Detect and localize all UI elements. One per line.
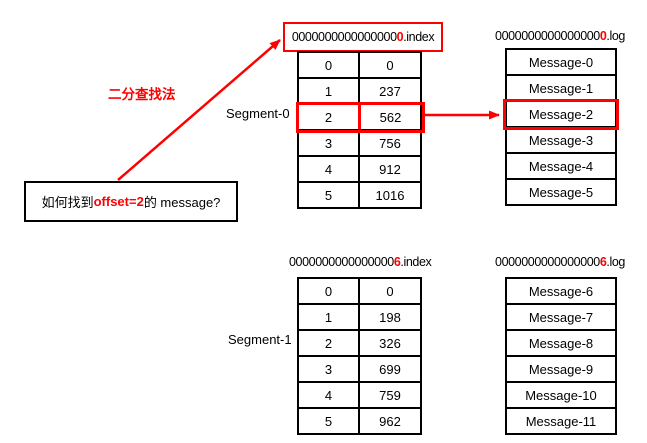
question-box: 如何找到 offset=2 的 message? [24,181,238,222]
file-name-ext: .index [403,30,435,44]
file-name-base-offset: 0 [599,29,607,43]
message-cell: Message-10 [525,387,597,403]
position-cell: 962 [358,409,420,433]
log-table-seg1: Message-6 Message-7 Message-8 Message-9 … [505,277,617,435]
offset-cell: 3 [324,135,333,151]
message-cell: Message-11 [525,413,597,429]
index-table-seg0: 0 0 1 237 2 562 3 756 4 912 5 1016 [297,51,422,209]
position-cell: 756 [358,131,420,155]
table-row: Message-5 [507,178,615,204]
file-name-ext: .log [606,29,625,43]
table-row: Message-0 [507,50,615,74]
file-name-ext: .log [606,255,625,269]
position-cell: 0 [358,53,420,77]
table-row: Message-11 [507,407,615,433]
segment-1-label: Segment-1 [228,332,292,347]
offset-cell: 1 [324,309,333,325]
table-row: 3 756 [299,129,420,155]
message-cell: Message-5 [528,184,594,200]
table-row: 4 759 [299,381,420,407]
position-cell: 1016 [358,183,420,207]
table-row: 5 962 [299,407,420,433]
message-cell: Message-8 [528,335,594,351]
index-file-title-seg0: 00000000000000000.index [283,22,443,52]
table-row: Message-3 [507,126,615,152]
file-name-zeros: 0000000000000000 [291,30,397,44]
file-name-base-offset: 6 [393,255,401,269]
message-cell: Message-4 [528,158,594,174]
position-cell: 759 [358,383,420,407]
message-cell: Message-7 [528,309,594,325]
table-row: 4 912 [299,155,420,181]
segment-0-label: Segment-0 [226,106,290,121]
file-name-base-offset: 6 [599,255,607,269]
table-row: Message-6 [507,279,615,303]
table-row: Message-1 [507,74,615,100]
question-prefix: 如何找到 [41,195,94,210]
file-name-ext: .index [400,255,432,269]
table-row: 0 0 [299,279,420,303]
table-row: 0 0 [299,53,420,77]
file-name-zeros: 0000000000000000 [495,255,600,269]
table-row: Message-9 [507,355,615,381]
offset-cell: 1 [324,83,333,99]
position-cell: 912 [358,157,420,181]
position-cell: 198 [358,305,420,329]
table-row-highlighted: 2 562 [299,103,420,129]
table-row: 2 326 [299,329,420,355]
position-cell: 562 [358,105,420,129]
binary-search-label: 二分查找法 [108,87,176,102]
offset-cell: 0 [324,283,333,299]
message-cell: Message-3 [528,132,594,148]
question-suffix: 的 message? [143,195,221,210]
index-table-seg1: 0 0 1 198 2 326 3 699 4 759 5 962 [297,277,422,435]
offset-cell: 3 [324,361,333,377]
index-file-title-seg1: 00000000000000006.index [289,254,432,270]
table-row: 5 1016 [299,181,420,207]
position-cell: 237 [358,79,420,103]
message-cell: Message-9 [528,361,594,377]
offset-cell: 2 [324,335,333,351]
message-cell: Message-2 [528,106,594,122]
table-row: Message-4 [507,152,615,178]
offset-cell: 4 [324,387,333,403]
table-row: Message-10 [507,381,615,407]
file-name-zeros: 0000000000000000 [289,255,394,269]
offset-cell: 5 [324,413,333,429]
log-file-title-seg0: 00000000000000000.log [492,28,628,44]
offset-cell: 4 [324,161,333,177]
log-file-title-seg1: 00000000000000006.log [492,254,628,270]
table-row: Message-8 [507,329,615,355]
table-row: 1 237 [299,77,420,103]
file-name-base-offset: 0 [396,30,404,44]
offset-cell: 2 [324,109,333,125]
position-cell: 0 [358,279,420,303]
table-row-highlighted: Message-2 [507,100,615,126]
position-cell: 326 [358,331,420,355]
index-file-name-seg0: 00000000000000000.index [291,29,435,45]
message-cell: Message-6 [528,283,594,299]
table-row: 1 198 [299,303,420,329]
file-name-zeros: 0000000000000000 [495,29,600,43]
message-cell: Message-1 [528,80,594,96]
offset-cell: 0 [324,57,333,73]
question-offset-highlight: offset=2 [93,194,144,209]
position-cell: 699 [358,357,420,381]
table-row: Message-7 [507,303,615,329]
table-row: 3 699 [299,355,420,381]
log-table-seg0: Message-0 Message-1 Message-2 Message-3 … [505,48,617,206]
offset-cell: 5 [324,187,333,203]
message-cell: Message-0 [528,54,594,70]
